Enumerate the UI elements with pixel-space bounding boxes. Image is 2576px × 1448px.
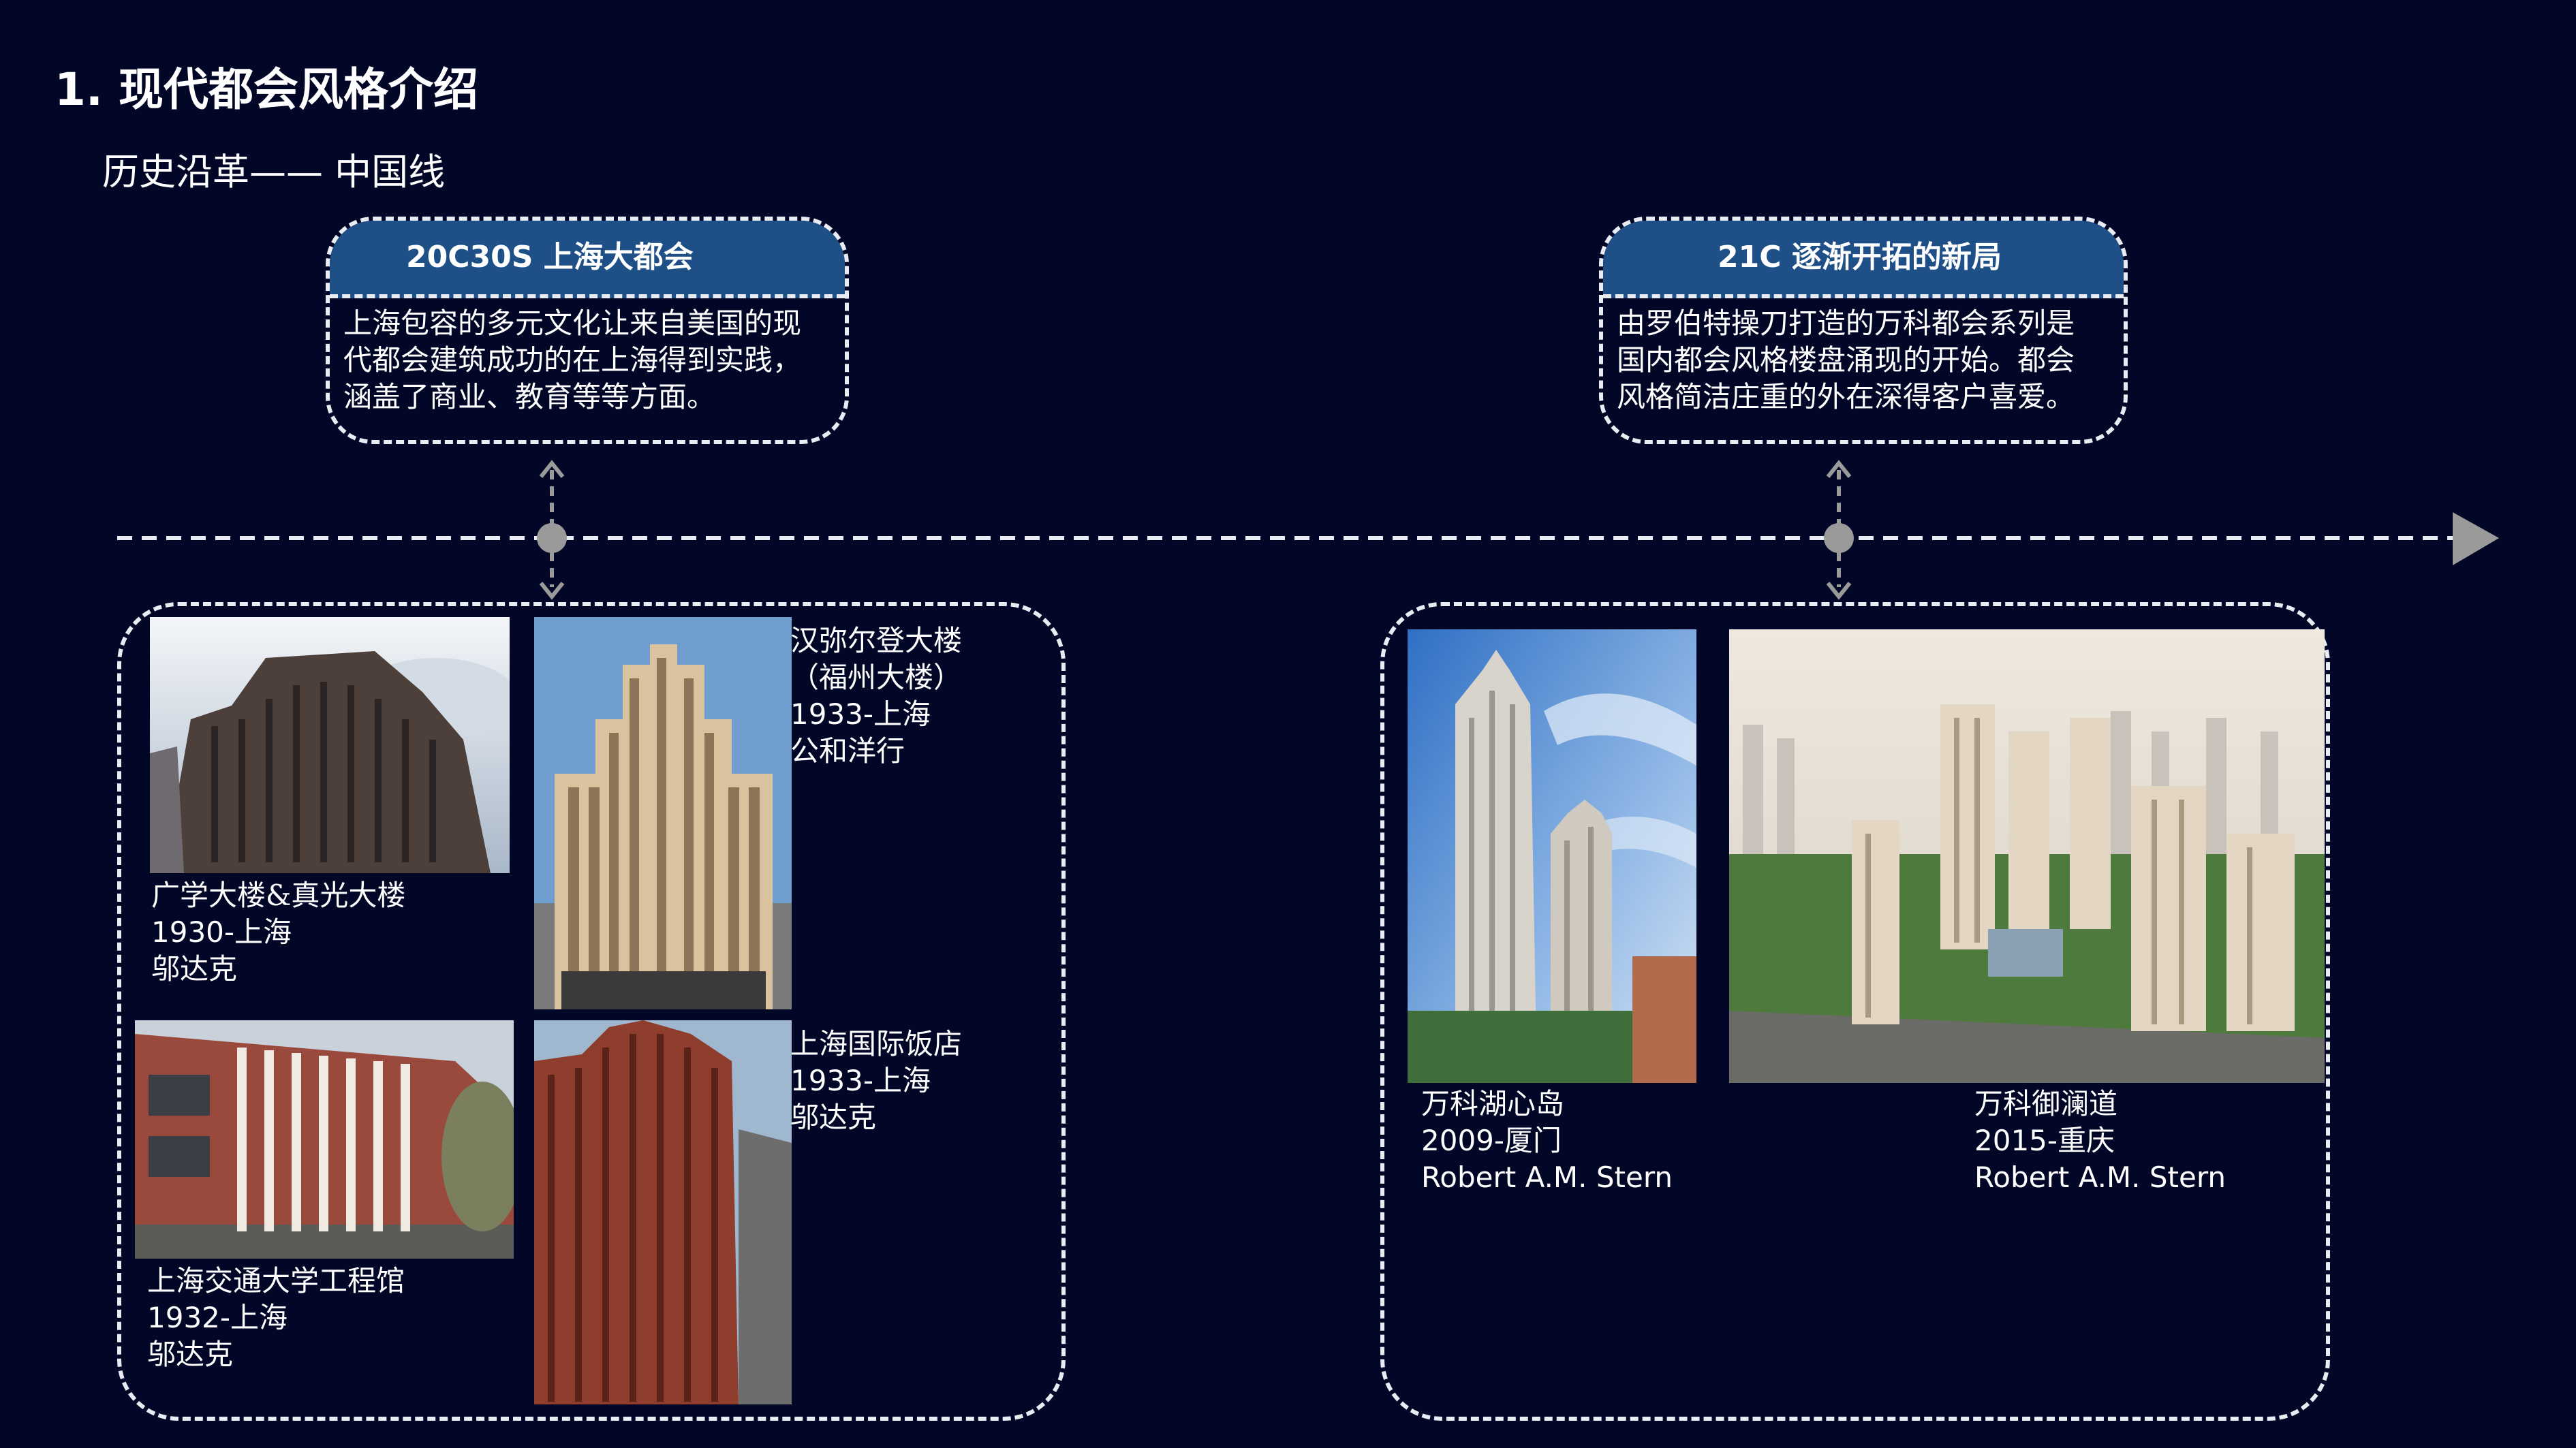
- building-name: 广学大楼&真光大楼: [151, 879, 406, 912]
- building-architect: 邬达克: [151, 952, 238, 986]
- building-year-city: 1930-上海: [151, 915, 292, 949]
- caption-guangxue-building: 广学大楼&真光大楼 1930-上海 邬达克: [151, 877, 405, 988]
- text-line: 国内都会风格楼盘涌现的开始。都会: [1617, 343, 2075, 377]
- photo-hamilton-house: [534, 617, 792, 1009]
- milestone-card-text: 上海包容的多元文化让来自美国的现 代都会建筑成功的在上海得到实践， 涵盖了商业、…: [343, 305, 831, 415]
- building-architect: Robert A.M. Stern: [1421, 1161, 1673, 1194]
- milestone-card-1930s: 20C30S 上海大都会 上海包容的多元文化让来自美国的现 代都会建筑成功的在上…: [326, 217, 849, 444]
- building-year-city: 1932-上海: [147, 1301, 288, 1334]
- text-line: 代都会建筑成功的在上海得到实践，: [343, 343, 802, 377]
- caption-vanke-xiamen: 万科湖心岛 2009-厦门 Robert A.M. Stern: [1421, 1086, 1673, 1196]
- timeline-arrow-head: [2453, 512, 2499, 565]
- caption-jiaotong-engineering-hall: 上海交通大学工程馆 1932-上海 邬达克: [147, 1263, 405, 1373]
- building-architect: 公和洋行: [790, 734, 905, 768]
- building-name: 上海国际饭店: [790, 1027, 963, 1060]
- photo-guangxue-building: [150, 617, 510, 873]
- milestone-card-header: 20C30S 上海大都会: [330, 221, 845, 298]
- caption-park-hotel: 上海国际饭店 1933-上海 邬达克: [790, 1026, 962, 1136]
- building-year-city: 1933-上海: [790, 697, 931, 731]
- text-line: 风格简洁庄重的外在深得客户喜爱。: [1617, 380, 2075, 413]
- building-architect: 邬达克: [147, 1338, 234, 1371]
- building-year-city: 2009-厦门: [1421, 1124, 1562, 1157]
- building-year-city: 2015-重庆: [1974, 1124, 2115, 1157]
- building-architect: Robert A.M. Stern: [1974, 1161, 2226, 1194]
- photo-vanke-xiamen: [1408, 629, 1696, 1083]
- building-name: 万科御澜道: [1974, 1087, 2118, 1120]
- building-year-city: 1933-上海: [790, 1064, 931, 1097]
- milestone-card-21c: 21C 逐渐开拓的新局 由罗伯特操刀打造的万科都会系列是 国内都会风格楼盘涌现的…: [1599, 217, 2128, 444]
- photo-park-hotel: [534, 1020, 792, 1404]
- building-name: 上海交通大学工程馆: [147, 1264, 405, 1297]
- building-name: 汉弥尔登大楼: [790, 624, 963, 657]
- text-line: 涵盖了商业、教育等等方面。: [343, 380, 716, 413]
- milestone-card-text: 由罗伯特操刀打造的万科都会系列是 国内都会风格楼盘涌现的开始。都会 风格简洁庄重…: [1617, 305, 2110, 415]
- timeline-node-21c: [1824, 523, 1854, 553]
- buildings-1930s-group: [117, 602, 1066, 1421]
- section-subtitle: 历史沿革—— 中国线: [102, 151, 446, 193]
- building-name: 万科湖心岛: [1421, 1087, 1565, 1120]
- text-line: 上海包容的多元文化让来自美国的现: [343, 306, 802, 340]
- timeline-node-1930s: [537, 523, 567, 553]
- caption-vanke-chongqing: 万科御澜道 2015-重庆 Robert A.M. Stern: [1974, 1086, 2226, 1196]
- text-line: 由罗伯特操刀打造的万科都会系列是: [1617, 306, 2075, 340]
- buildings-21c-group: [1380, 602, 2330, 1421]
- building-alt-name: （福州大楼）: [790, 661, 963, 694]
- photo-jiaotong-engineering-hall: [135, 1020, 514, 1259]
- page-title: 1. 现代都会风格介绍: [55, 63, 478, 116]
- photo-vanke-chongqing: [1729, 629, 2325, 1083]
- caption-hamilton-house: 汉弥尔登大楼 （福州大楼） 1933-上海 公和洋行: [790, 623, 962, 770]
- milestone-card-header: 21C 逐渐开拓的新局: [1603, 221, 2124, 298]
- building-architect: 邬达克: [790, 1101, 877, 1134]
